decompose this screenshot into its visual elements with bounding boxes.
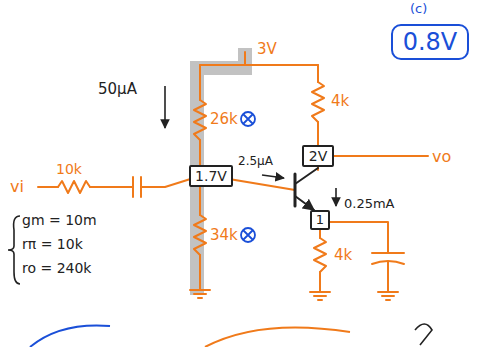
input-wire — [38, 186, 58, 188]
resistor-symbol — [194, 215, 206, 255]
resistor-symbol — [314, 238, 326, 272]
capacitor-symbol — [133, 177, 141, 197]
node-voltage-box: 1.7V — [189, 165, 233, 188]
part-label: (c) — [410, 1, 427, 17]
brace — [8, 216, 20, 284]
supply-wire — [244, 52, 246, 65]
output-signal: vo — [432, 147, 451, 166]
node-text: 1 — [316, 212, 324, 228]
crossed-mark — [243, 114, 253, 124]
top-rail-wire — [200, 64, 318, 66]
wire — [319, 272, 321, 292]
ground-symbol — [310, 292, 330, 300]
crossed-mark — [241, 228, 255, 242]
input-signal: vi — [10, 177, 24, 196]
voltage-box: 0.8V — [391, 24, 470, 61]
current-label: 0.25mA — [344, 196, 395, 212]
resistor-symbol — [58, 181, 90, 193]
node-text: 2V — [309, 148, 327, 165]
resistor-value: 4k — [331, 92, 349, 110]
current-arrow — [164, 86, 166, 128]
transistor-collector — [295, 168, 318, 184]
wire — [90, 186, 133, 188]
parameter-value: gm = 10m — [22, 212, 97, 229]
resistor-symbol — [194, 100, 206, 140]
partial-sketch — [30, 325, 110, 347]
resistor-value: 10k — [56, 161, 82, 178]
ground-symbol — [190, 290, 210, 298]
wire — [317, 65, 319, 82]
node-voltage-box: 2V — [302, 145, 334, 168]
wire — [199, 65, 201, 100]
resistor-symbol — [312, 82, 324, 122]
wire — [387, 262, 389, 292]
transistor-base-bar — [294, 174, 297, 206]
supply-voltage: 3V — [257, 40, 277, 58]
parameter-value: ro = 240k — [22, 260, 91, 277]
current-label: 50µA — [98, 80, 137, 98]
current-arrow — [262, 175, 284, 178]
node-text: 0.8V — [403, 28, 458, 57]
resistor-value: 34k — [210, 226, 238, 244]
crossed-mark — [243, 230, 253, 240]
ground-symbol — [378, 292, 398, 300]
partial-sketch — [415, 324, 432, 345]
current-label: 2.5µA — [238, 154, 273, 168]
node-text: 1.7V — [195, 168, 227, 185]
parameter-value: rπ = 10k — [22, 236, 83, 253]
node-voltage-box: 1 — [310, 210, 330, 230]
current-arrow — [335, 188, 337, 206]
output-wire — [318, 155, 428, 157]
crossed-mark — [241, 112, 255, 126]
transistor-emitter — [295, 196, 314, 210]
resistor-value: 26k — [210, 110, 238, 128]
partial-sketch — [205, 327, 350, 347]
wire — [320, 222, 388, 253]
resistor-value: 4k — [334, 246, 352, 264]
wire — [199, 255, 201, 290]
